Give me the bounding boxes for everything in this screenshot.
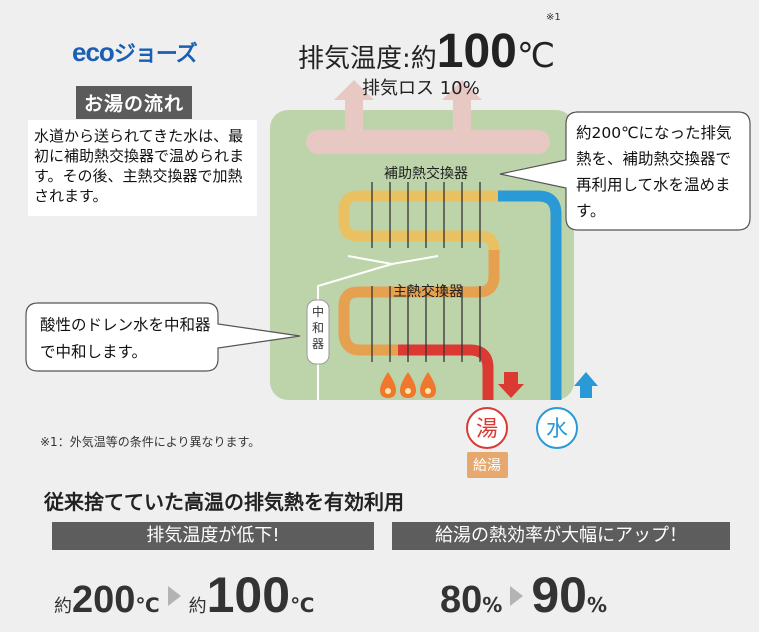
sub-exchanger-pipe <box>338 190 500 251</box>
temp-to-value: 100 <box>206 567 291 623</box>
eff-from-value: 80 <box>440 579 483 621</box>
efficiency-up-bar: 給湯の熱効率が大幅にアップ！ <box>392 522 730 550</box>
exhaust-arrow <box>334 80 374 132</box>
temp-drop-bar: 排気温度が低下! <box>52 522 374 550</box>
hot-water-pipe <box>398 344 494 400</box>
flow-label: お湯の流れ <box>76 86 193 119</box>
callout-left-text: 酸性のドレン水を中和器で中和します。 <box>40 316 211 361</box>
eff-to-value: 90 <box>531 567 587 623</box>
bottom-title: 従来捨てていた高温の排気熱を有効利用 <box>44 490 404 514</box>
main-exchanger-pipe <box>338 250 500 356</box>
exhaust-note-mark: ※1 <box>546 12 561 23</box>
arrow-right-icon <box>510 586 524 606</box>
arrow-right-icon <box>167 586 181 606</box>
eff-from-unit: % <box>482 593 503 617</box>
water-in-arrow-icon <box>574 372 598 398</box>
neutralizer-label: 中和器 <box>311 305 324 351</box>
flame-cores <box>385 388 431 394</box>
temp-from-value: 200 <box>72 579 136 621</box>
temp-to-unit: ℃ <box>290 593 315 617</box>
logo-eco: eco <box>72 37 115 67</box>
exhaust-temperature: 排気温度:約100℃ <box>298 24 555 79</box>
hot-water-circle <box>466 407 508 449</box>
hot-supply-tag <box>467 452 508 478</box>
temp-from-prefix: 約 <box>54 596 72 617</box>
exhaust-prefix: 排気温度:約 <box>298 44 437 74</box>
exhaust-loss-label: 排気ロス 10% <box>362 78 480 99</box>
flame-icons <box>380 372 436 398</box>
hot-supply-label: 給湯 <box>473 457 501 474</box>
main-exchanger-label: 主熱交換器 <box>393 283 463 300</box>
logo-jozu: ジョーズ <box>113 41 198 66</box>
neutralizer-box <box>306 299 330 365</box>
main-exchanger-fins <box>371 286 481 362</box>
temp-from-unit: ℃ <box>135 593 160 617</box>
description-box <box>28 120 257 216</box>
drain-line <box>317 255 439 400</box>
water-symbol: 水 <box>546 417 568 442</box>
description-text: 水道から送られてきた水は、最初に補助熱交換器で温められます。その後、主熱交換器で… <box>34 127 245 205</box>
hot-water-symbol: 湯 <box>476 417 498 442</box>
exhaust-arrow <box>442 80 482 132</box>
exhaust-arrows <box>334 80 482 132</box>
sub-exchanger-fins <box>371 182 481 248</box>
cold-water-pipe <box>498 190 562 400</box>
efficiency-comparison: 80%90% <box>440 566 730 626</box>
exhaust-unit: ℃ <box>516 36 556 76</box>
sub-exchanger-label: 補助熱交換器 <box>384 165 468 182</box>
temp-to-prefix: 約 <box>188 596 207 617</box>
exhaust-band <box>306 130 550 154</box>
footnote: ※1：外気温等の条件により異なります。 <box>40 435 261 449</box>
exhaust-value: 100 <box>436 25 517 78</box>
eco-jozu-logo: ecoジョーズ <box>72 36 212 70</box>
water-circle <box>536 407 578 449</box>
callout-right-box <box>499 111 751 231</box>
callout-left-box <box>25 302 301 372</box>
callout-right-text: 約200℃になった排気熱を、補助熱交換器で再利用して水を温めます。 <box>576 124 732 220</box>
hot-out-arrow-icon <box>498 372 524 398</box>
eff-to-unit: % <box>586 593 607 617</box>
